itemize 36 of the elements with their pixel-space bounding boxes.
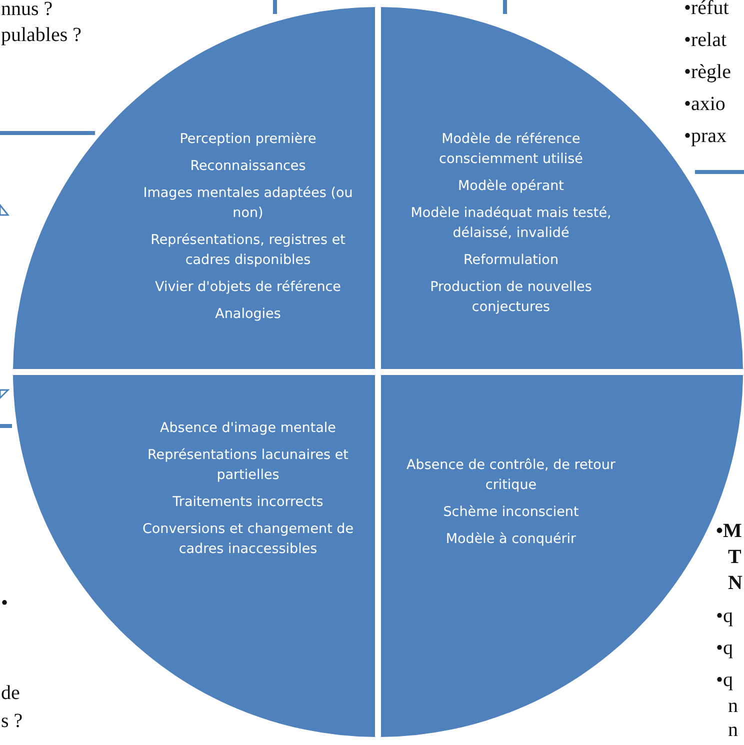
- cropped-text: •relat: [684, 29, 727, 51]
- quadrant-text: Vivier d'objets de référence: [154, 278, 342, 297]
- cropped-text: pulables ?: [1, 24, 82, 46]
- quadrant-text: Reconnaissances: [189, 157, 307, 176]
- cropped-text: •prax: [684, 125, 727, 147]
- cropped-text: •règle: [684, 61, 731, 83]
- cropped-text: n: [728, 695, 738, 717]
- cropped-text: •q: [716, 637, 734, 659]
- quadrant-text: Analogies: [214, 305, 282, 324]
- quadrant-text: Reformulation: [462, 251, 560, 270]
- quadrant-text: Modèle de référence consciemment utilisé: [438, 130, 584, 169]
- quadrant-text: Conversions et changement de cadres inaccessibles: [141, 520, 355, 559]
- cropped-text: s ?: [1, 710, 23, 732]
- cropped-text: T: [728, 546, 742, 568]
- cropped-text: •M: [716, 520, 742, 542]
- quadrant-text: Absence d'image mentale: [159, 419, 337, 438]
- quadrant-text: Images mentales adaptées (ou non): [142, 184, 354, 223]
- cropped-text: •axio: [684, 93, 726, 115]
- cropped-text: •: [1, 592, 8, 614]
- cropped-text: nnus ?: [1, 0, 53, 20]
- quadrant-text: Absence de contrôle, de retour critique: [406, 456, 616, 495]
- quadrant-text: Schème inconscient: [442, 503, 580, 522]
- quadrant-text: Représentations lacunaires et partielles: [146, 446, 350, 485]
- quadrant-text: Modèle opérant: [457, 177, 565, 196]
- quadrant-text: Traitements incorrects: [172, 493, 324, 512]
- quadrant-text: Perception première: [178, 130, 318, 149]
- cropped-text: N: [728, 572, 742, 594]
- quadrant-text: Production de nouvelles conjectures: [429, 278, 593, 317]
- quadrant-text: Modèle à conquérir: [444, 530, 578, 549]
- cropped-text: •q: [716, 605, 734, 627]
- cropped-text: de: [1, 682, 20, 704]
- quadrant-text: Modèle inadéquat mais testé, délaissé, invalidé: [410, 204, 612, 243]
- cropped-text: •réfut: [684, 0, 729, 19]
- cropped-text: •q: [716, 669, 734, 691]
- cropped-text: n: [728, 719, 738, 741]
- quadrant-text: Représentations, registres et cadres disponibles: [150, 231, 346, 270]
